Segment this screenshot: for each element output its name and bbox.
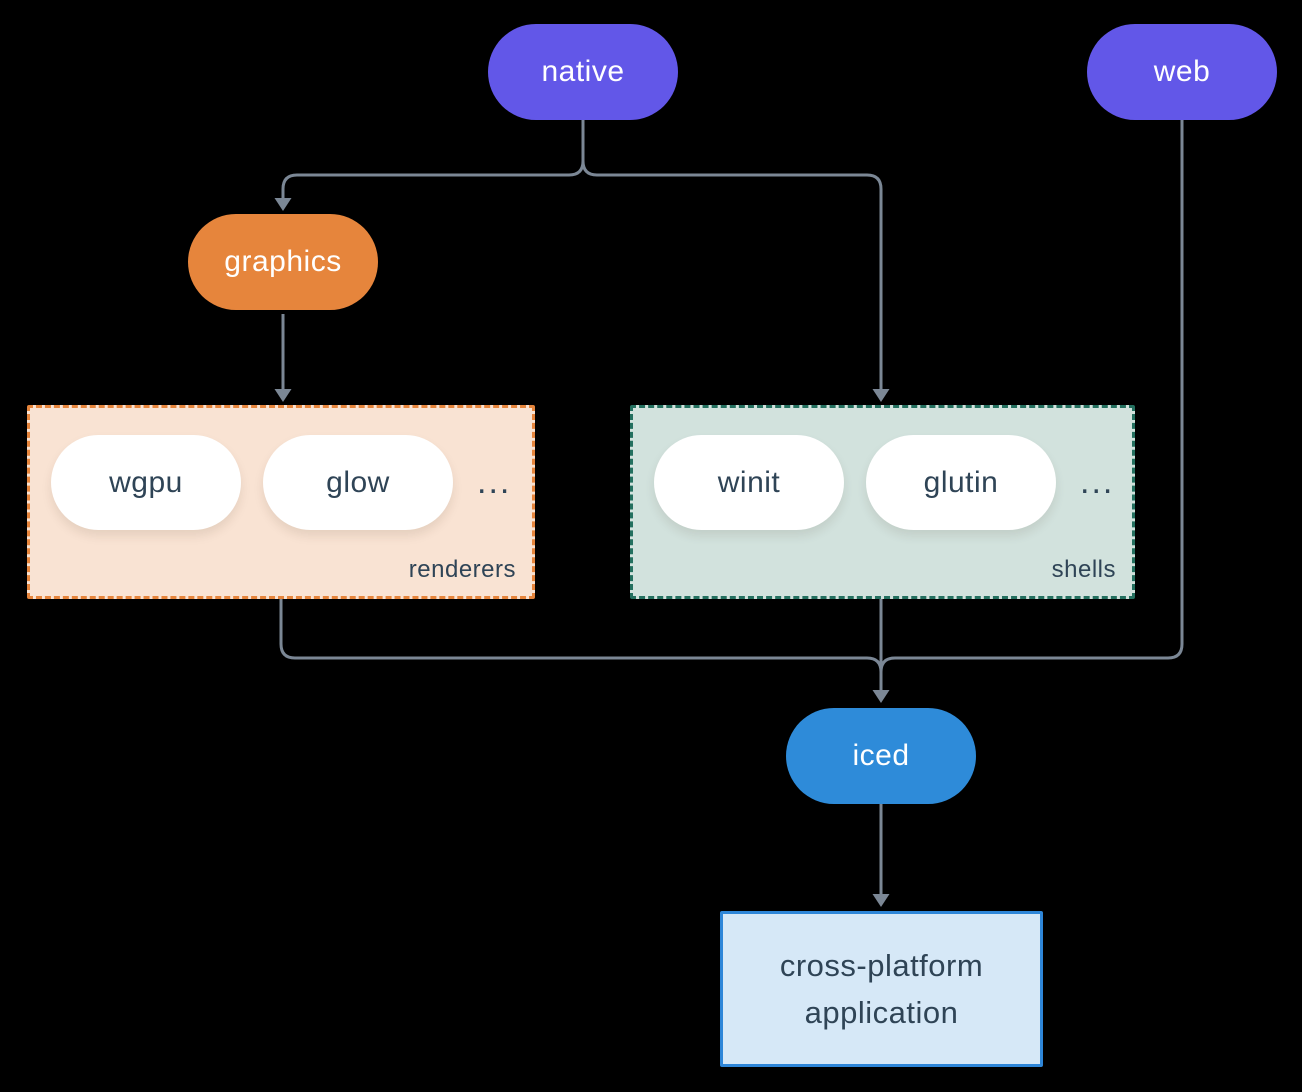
node-graphics-label: graphics (224, 245, 342, 278)
group-renderers-label: renderers (408, 556, 516, 583)
edge-renderers-iced (279, 599, 867, 660)
node-wgpu: wgpu (51, 435, 241, 530)
group-shells-row: winit glutin ... (633, 408, 1132, 530)
node-web: web (1087, 24, 1277, 120)
node-iced-label: iced (852, 739, 910, 772)
shells-ellipsis: ... (1080, 463, 1115, 501)
arrowhead-into-shells (872, 389, 890, 402)
group-shells: winit glutin ... shells (630, 405, 1135, 599)
arrowhead-into-renderers (274, 389, 292, 402)
node-cross-platform-application: cross-platform application (720, 911, 1043, 1067)
node-glutin-label: glutin (923, 465, 999, 499)
arrowhead-into-application (872, 894, 890, 907)
node-winit-label: winit (717, 465, 781, 499)
edge-native-shells (581, 120, 883, 389)
node-wgpu-label: wgpu (109, 465, 183, 499)
group-renderers: wgpu glow ... renderers (27, 405, 535, 599)
edge-native-graphics (281, 120, 585, 198)
node-glow-label: glow (326, 465, 390, 499)
application-label-line1: cross-platform (779, 948, 984, 983)
node-native-label: native (541, 55, 625, 88)
arrowhead-into-graphics (274, 198, 292, 211)
arrowhead-into-iced (872, 690, 890, 703)
node-glutin: glutin (866, 435, 1056, 530)
edge-web-iced-fillet (879, 656, 896, 673)
renderers-ellipsis: ... (477, 463, 512, 501)
edge-renderers-iced-fillet (866, 656, 883, 673)
application-label-line2: application (804, 995, 959, 1030)
node-web-label: web (1153, 55, 1211, 88)
node-glow: glow (263, 435, 453, 530)
node-iced: iced (786, 708, 976, 804)
group-renderers-row: wgpu glow ... (30, 408, 532, 530)
node-graphics: graphics (188, 214, 378, 310)
node-winit: winit (654, 435, 844, 530)
group-shells-label: shells (1051, 556, 1116, 583)
node-native: native (488, 24, 678, 120)
